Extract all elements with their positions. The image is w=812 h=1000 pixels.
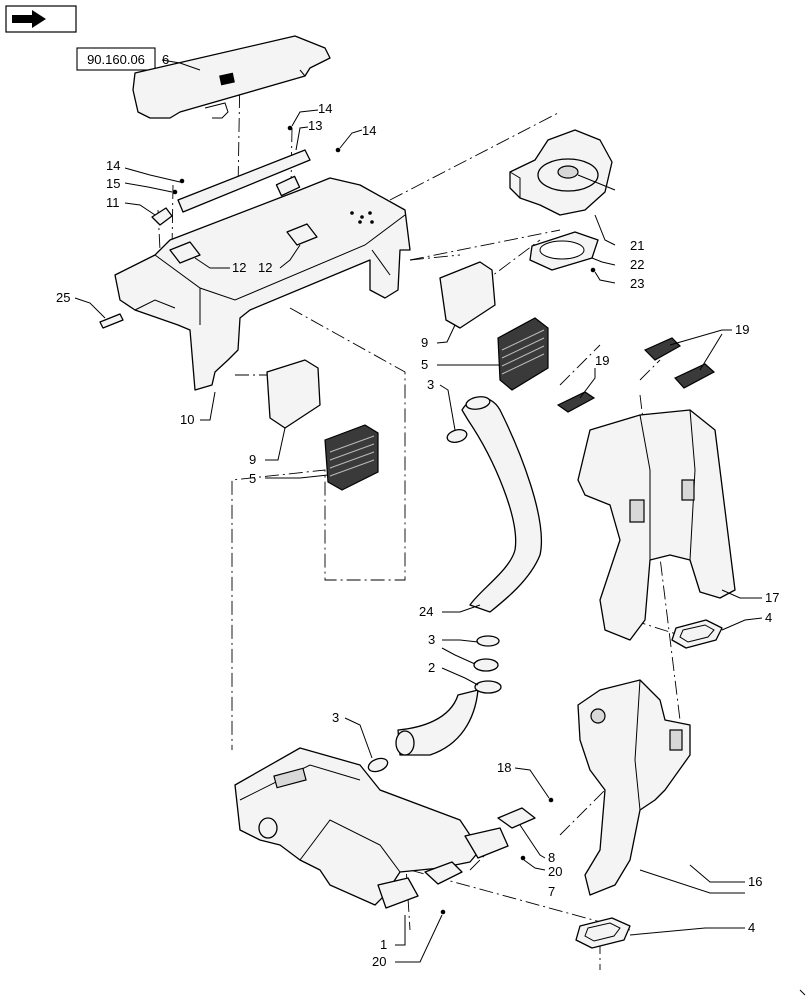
part-3-clamp-mid-a[interactable] — [476, 635, 500, 647]
part-15-washer[interactable] — [172, 189, 178, 195]
part-2-hose-elbow[interactable] — [395, 680, 502, 756]
callout-20: 20 — [372, 954, 386, 969]
callout-16: 16 — [748, 874, 762, 889]
part-1-floor-duct[interactable] — [234, 747, 509, 909]
part-4-seal-upper[interactable] — [671, 619, 723, 649]
part-8-bracket[interactable] — [497, 807, 536, 829]
callout-5: 5 — [421, 357, 428, 372]
part-12-clip-left[interactable] — [169, 241, 201, 264]
part-25-pin[interactable] — [99, 313, 124, 329]
callout-5: 5 — [249, 471, 256, 486]
callout-22: 22 — [630, 257, 644, 272]
reference-box[interactable]: 90.160.06 — [76, 47, 156, 71]
part-21-blower[interactable] — [509, 129, 616, 216]
callout-19: 19 — [735, 322, 749, 337]
corner-mark — [799, 989, 806, 996]
callout-19: 19 — [595, 353, 609, 368]
part-19-vent-a[interactable] — [643, 337, 681, 361]
part-3-clamp-mid-b[interactable] — [473, 658, 499, 672]
callout-14: 14 — [362, 123, 376, 138]
callout-3: 3 — [427, 377, 434, 392]
part-9-cover-upper[interactable] — [439, 261, 496, 329]
callout-14: 14 — [318, 101, 332, 116]
callout-12: 12 — [232, 260, 246, 275]
callout-9: 9 — [249, 452, 256, 467]
callout-2: 2 — [428, 660, 435, 675]
callout-23: 23 — [630, 276, 644, 291]
part-12-clip-right[interactable] — [286, 223, 318, 246]
callout-13: 13 — [308, 118, 322, 133]
callout-8: 8 — [548, 850, 555, 865]
callout-21: 21 — [630, 238, 644, 253]
part-18-screw[interactable] — [548, 797, 554, 803]
part-19-vent-c[interactable] — [556, 391, 596, 413]
callout-7: 7 — [548, 884, 555, 899]
part-19-vent-b[interactable] — [674, 363, 716, 389]
callout-15: 15 — [106, 176, 120, 191]
part-9-cover-lower[interactable] — [266, 359, 321, 429]
part-11-small-bracket[interactable] — [151, 207, 173, 226]
part-5-vent-lower[interactable] — [324, 424, 379, 491]
callout-14: 14 — [106, 158, 120, 173]
part-3-clamp-lower[interactable] — [367, 756, 390, 774]
part-17-upper-duct[interactable] — [577, 409, 736, 641]
callout-6: 6 — [162, 52, 169, 67]
callout-11: 11 — [106, 195, 120, 210]
part-10-main-bracket[interactable] — [114, 175, 411, 391]
callout-9: 9 — [421, 335, 428, 350]
callout-17: 17 — [765, 590, 779, 605]
callout-25: 25 — [56, 290, 70, 305]
part-16-lower-duct[interactable] — [577, 679, 691, 896]
callout-labels: 6 14 13 14 14 15 11 12 12 25 10 21 22 23… — [56, 52, 779, 969]
part-24-hose[interactable] — [461, 395, 542, 613]
part-7-bracket[interactable] — [424, 861, 463, 885]
part-14-screws[interactable] — [179, 125, 341, 184]
part-20-screws[interactable] — [440, 855, 526, 915]
part-4-seal-lower[interactable] — [575, 917, 631, 949]
callout-24: 24 — [419, 604, 433, 619]
callout-3: 3 — [332, 710, 339, 725]
callout-12: 12 — [258, 260, 272, 275]
callout-4: 4 — [765, 610, 772, 625]
part-5-vent-upper[interactable] — [497, 317, 549, 391]
next-page-arrow-icon[interactable] — [5, 5, 77, 33]
callout-10: 10 — [180, 412, 194, 427]
callout-20: 20 — [548, 864, 562, 879]
callout-leaders — [74, 59, 763, 963]
part-22-gasket[interactable] — [529, 231, 599, 271]
callout-4: 4 — [748, 920, 755, 935]
reference-label: 90.160.06 — [87, 52, 145, 67]
part-23-screw[interactable] — [590, 267, 596, 273]
part-13-strip[interactable] — [177, 149, 311, 213]
callout-1: 1 — [380, 937, 387, 952]
part-3-clamp-upper[interactable] — [446, 428, 468, 445]
callout-18: 18 — [497, 760, 511, 775]
callout-3: 3 — [428, 632, 435, 647]
part-6-cover-panel[interactable] — [132, 35, 331, 119]
